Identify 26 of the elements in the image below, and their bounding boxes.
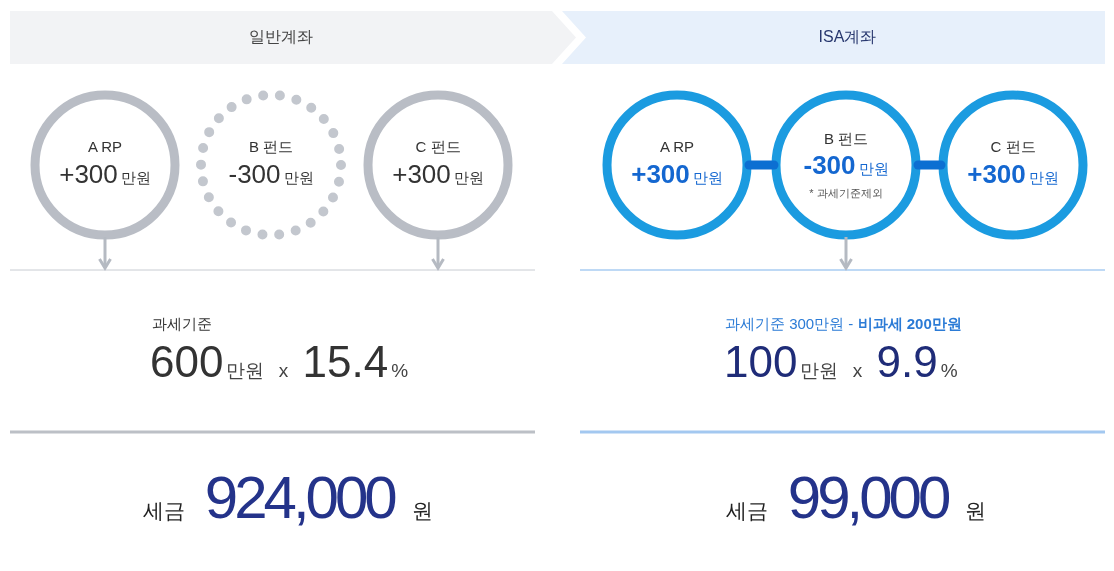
fund-circle [363, 90, 513, 240]
account-header-band [562, 11, 1105, 64]
fund-name: B 펀드 [248, 138, 294, 156]
footnote-text: * 과세기준제외 [809, 187, 883, 200]
fund-circle [602, 90, 752, 240]
fund-name: C 펀드 [990, 138, 1036, 156]
fund-circle [938, 90, 1088, 240]
tax-amount: 세금 99,000 원 [726, 468, 987, 528]
arrow [98, 237, 112, 270]
arrow [839, 237, 853, 270]
dotted-fund-circle [196, 90, 346, 240]
tax-amount: 세금 924,000 원 [143, 468, 433, 528]
fund-name: B 펀드 [823, 130, 869, 148]
account-header-band [10, 11, 576, 64]
connector-line [913, 160, 946, 170]
arrow [431, 237, 445, 270]
fund-circle [30, 90, 180, 240]
header-title: 일반계좌 [249, 27, 313, 47]
fund-circle [771, 90, 921, 240]
connector-line [744, 160, 779, 170]
tax-base-note: 과세기준 300만원 - 비과세 200만원 [725, 316, 962, 331]
fund-name: A RP [87, 138, 123, 156]
fund-name: A RP [659, 138, 695, 156]
tax-base-heading: 과세기준 [152, 316, 212, 331]
header-title: ISA계좌 [818, 27, 877, 47]
fund-name: C 펀드 [415, 138, 461, 156]
